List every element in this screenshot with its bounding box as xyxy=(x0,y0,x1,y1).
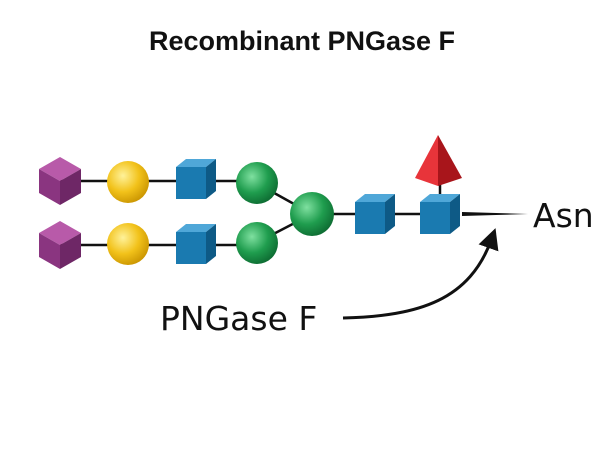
peptide-bond-wedge xyxy=(462,212,528,216)
glycan-core xyxy=(290,135,462,236)
page-title: Recombinant PNGase F xyxy=(149,26,455,56)
lower-antenna xyxy=(39,221,278,269)
mannose-circle xyxy=(236,222,278,264)
mannose-circle xyxy=(236,162,278,204)
glcnac-square xyxy=(176,224,216,264)
enzyme-label: PNGase F xyxy=(160,299,317,338)
galactose-circle xyxy=(107,161,149,203)
core-glcnac-square xyxy=(355,194,395,234)
cleavage-arrow xyxy=(342,228,499,320)
upper-antenna xyxy=(39,157,278,205)
sialic-acid-diamond xyxy=(39,221,81,269)
fucose-triangle xyxy=(415,135,462,186)
asn-label: Asn xyxy=(533,196,594,235)
sialic-acid-diamond xyxy=(39,157,81,205)
core-glcnac-square xyxy=(420,194,460,234)
core-mannose-circle xyxy=(290,192,334,236)
galactose-circle xyxy=(107,223,149,265)
glcnac-square xyxy=(176,159,216,199)
